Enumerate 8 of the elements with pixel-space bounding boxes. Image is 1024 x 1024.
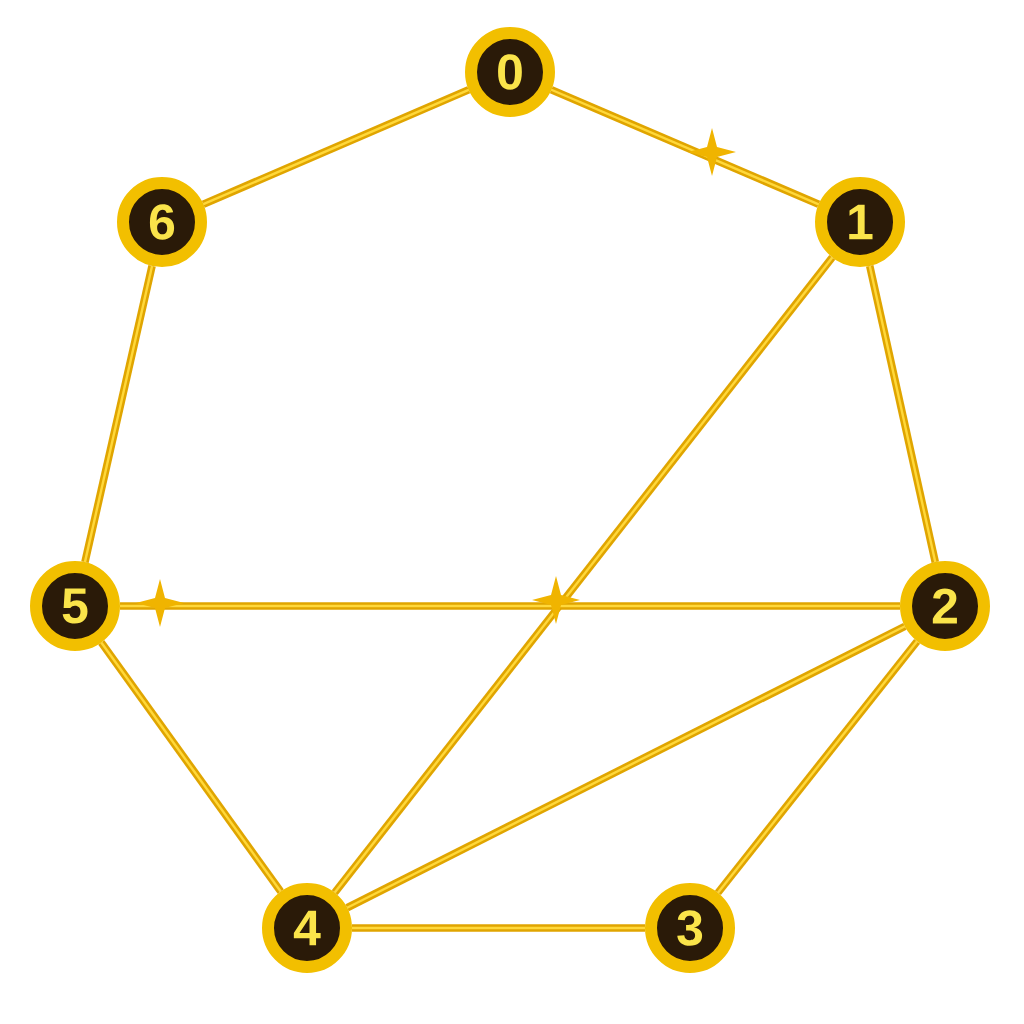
connector-line	[81, 265, 156, 563]
connector-line	[549, 86, 821, 208]
connector-line	[866, 265, 939, 563]
connector-line	[345, 622, 907, 912]
connector-line	[201, 86, 471, 208]
connector-line	[331, 255, 836, 895]
connector-line	[98, 640, 284, 894]
connector-line	[714, 638, 921, 896]
